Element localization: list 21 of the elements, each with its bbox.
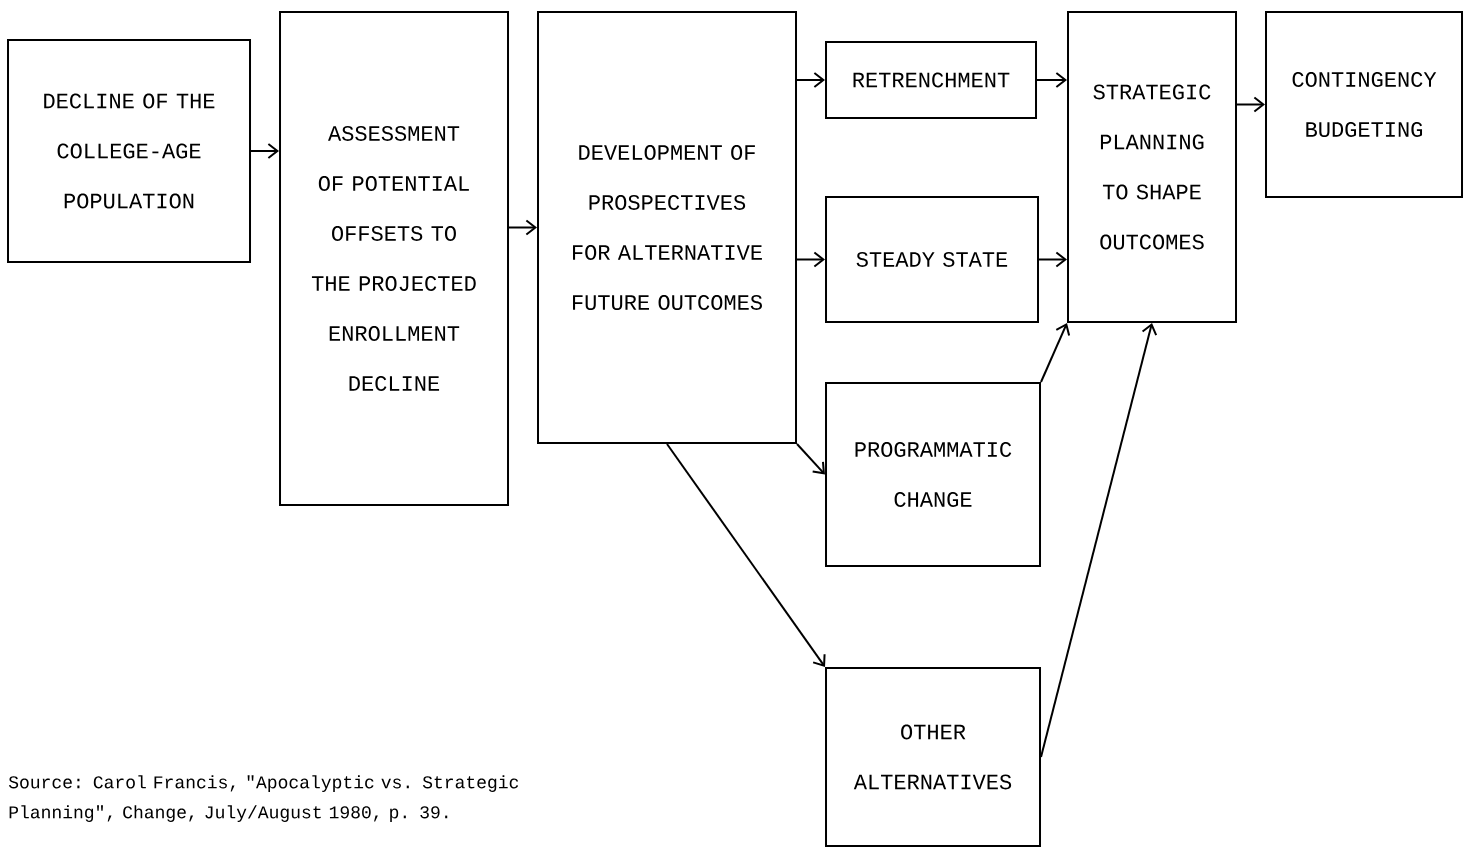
- arrow: [1038, 251, 1067, 268]
- process-box: STEADY STATE: [825, 196, 1039, 323]
- arrow: [250, 143, 279, 159]
- process-box: STRATEGIC PLANNING TO SHAPE OUTCOMES: [1067, 11, 1237, 323]
- arrow: [796, 443, 825, 475]
- process-box: OTHER ALTERNATIVES: [825, 667, 1041, 847]
- process-box: CONTINGENCY BUDGETING: [1265, 11, 1463, 198]
- process-box: DECLINE OF THE COLLEGE-AGE POPULATION: [7, 39, 251, 263]
- process-box: ASSESSMENT OF POTENTIAL OFFSETS TO THE PROJECTED ENROLLMENT DECLINE: [279, 11, 509, 506]
- process-box: RETRENCHMENT: [825, 41, 1037, 119]
- arrow: [666, 443, 826, 667]
- arrow: [508, 219, 537, 236]
- arrow: [1236, 96, 1265, 113]
- arrow: [1040, 323, 1158, 758]
- arrow: [796, 251, 825, 268]
- arrow: [1040, 323, 1071, 383]
- process-box: DEVELOPMENT OF PROSPECTIVES FOR ALTERNATIVE FUTURE OUTCOMES: [537, 11, 797, 444]
- arrow: [796, 72, 825, 88]
- process-box: PROGRAMMATIC CHANGE: [825, 382, 1041, 567]
- arrow: [1036, 72, 1067, 88]
- source-note: Source: Carol Francis, "Apocalyptic vs. Strategic Planning", Change, July/August 1980, p. 39.: [8, 775, 519, 822]
